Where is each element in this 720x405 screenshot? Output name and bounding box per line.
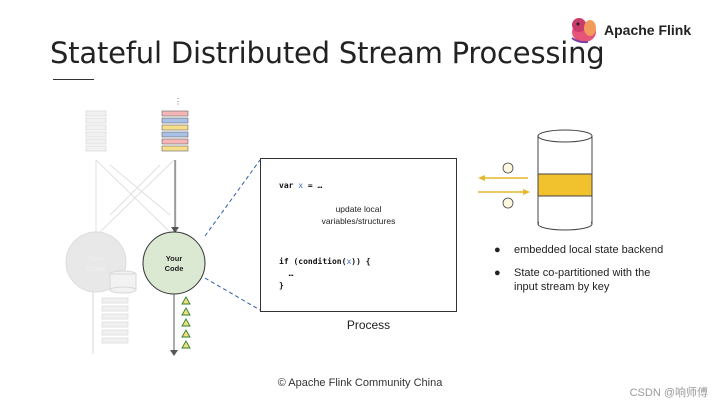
shuffle-edges	[95, 159, 177, 233]
event-triangle	[181, 329, 191, 338]
footer-copyright: © Apache Flink Community China	[277, 377, 443, 389]
operator-label: Your Code	[164, 254, 184, 273]
slide-title: Stateful Distributed Stream Processing	[50, 36, 605, 70]
event-triangle	[181, 340, 191, 349]
bullet-item: ●State co-partitioned with the input str…	[494, 267, 651, 293]
ghost-state-icon	[109, 270, 137, 294]
input-ellipsis: ⋮	[174, 97, 182, 106]
state-access	[478, 162, 530, 209]
title-underline	[53, 79, 94, 80]
code-line-close: }	[279, 281, 284, 290]
arrow-right-head	[523, 189, 530, 195]
record	[161, 131, 189, 138]
ghost-output-records	[101, 297, 129, 344]
record	[161, 145, 189, 152]
bullet-item: ●embedded local state backend	[494, 244, 664, 256]
event-triangle	[181, 318, 191, 327]
state-band	[537, 173, 593, 197]
arrow-left-head	[478, 175, 485, 181]
code-line-if: if (condition(x)) {	[279, 257, 371, 266]
bullet-dot: ●	[494, 267, 501, 279]
process-code-box: var x = … update local variables/structu…	[260, 158, 457, 312]
bullet-dot: ●	[494, 244, 501, 256]
state-value-circle	[502, 197, 514, 209]
zoom-connectors	[204, 159, 261, 311]
event-triangle	[181, 307, 191, 316]
record	[161, 110, 189, 117]
record	[161, 117, 189, 124]
ghost-input-records	[85, 110, 107, 152]
output-events	[181, 296, 191, 349]
squirrel-icon	[571, 18, 596, 44]
state-backend-cylinder	[537, 129, 593, 231]
ghost-operator-label: Your Code	[86, 254, 106, 273]
code-line-var: var x = …	[279, 181, 323, 190]
input-records	[161, 110, 189, 152]
code-note: update local variables/structures	[321, 204, 396, 226]
record	[161, 138, 189, 145]
watermark: CSDN @响师傅	[629, 387, 708, 399]
bullet-list: ●embedded local state backend ●State co-…	[494, 243, 664, 303]
record	[161, 124, 189, 131]
brand-name: Apache Flink	[604, 22, 692, 38]
process-label: Process	[346, 318, 391, 332]
arrow-head	[171, 227, 179, 233]
brand-logo: Apache Flink	[568, 12, 698, 48]
arrow-head	[170, 350, 178, 356]
event-triangle	[181, 296, 191, 305]
state-value-circle	[502, 162, 514, 174]
code-line-body: …	[279, 269, 294, 278]
